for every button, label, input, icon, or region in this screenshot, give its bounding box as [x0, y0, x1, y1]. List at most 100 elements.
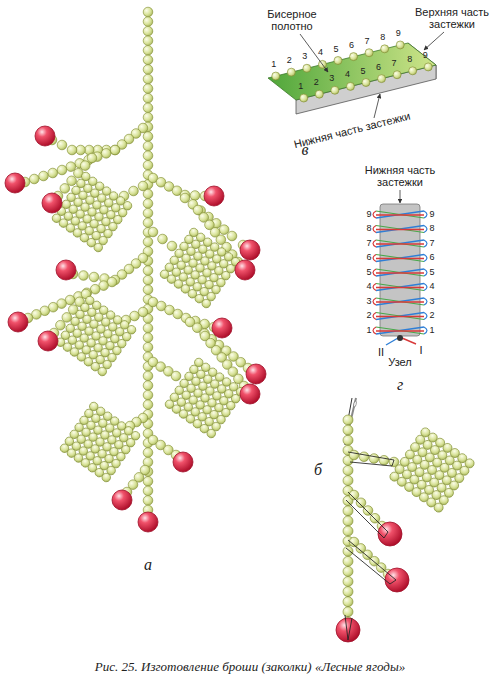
bead: [171, 371, 181, 381]
callout-number: 8: [407, 55, 412, 65]
bead: [343, 516, 353, 526]
berry-bead: [240, 384, 260, 404]
bead: [409, 67, 417, 75]
panel-edge-beads: [272, 41, 404, 80]
bead-panel: [268, 43, 436, 100]
thread-wrap: [376, 298, 424, 305]
berry-bead: [8, 312, 28, 332]
callout-number: 7: [429, 239, 434, 249]
bead: [101, 149, 111, 159]
callout-number: 8: [380, 33, 385, 43]
callout-number: 7: [365, 37, 370, 47]
thread-loop: [424, 269, 427, 276]
figure-letter: б: [314, 461, 322, 479]
berry-bead: [112, 490, 132, 510]
bead: [200, 298, 212, 310]
bead-chain: [200, 331, 249, 391]
bead: [393, 71, 401, 79]
bead: [300, 94, 308, 102]
bead: [29, 174, 39, 184]
leader-arrow: [300, 34, 328, 72]
bead: [87, 153, 97, 163]
figure-letter: г: [397, 376, 403, 394]
bead: [158, 234, 168, 244]
bead: [57, 165, 67, 175]
bead: [143, 333, 153, 343]
bead-chain: [343, 415, 353, 637]
callout-number: 4: [429, 282, 434, 292]
thread-loop: [373, 313, 376, 320]
thread-wrap: [376, 255, 424, 262]
bead: [343, 546, 353, 556]
berry-bead: [42, 193, 62, 213]
bead: [67, 145, 77, 155]
berry-bead: [38, 331, 58, 351]
bead: [39, 171, 49, 181]
bead: [57, 140, 67, 150]
berry-bead: [173, 452, 193, 472]
bead: [143, 132, 153, 142]
bead: [331, 86, 339, 94]
bead: [315, 90, 323, 98]
bead-chain: [20, 145, 120, 187]
bead: [89, 272, 99, 282]
thread-loop: [373, 298, 376, 305]
callout-number: 3: [429, 297, 434, 307]
clasp-view: [268, 32, 444, 118]
thread-loop: [373, 255, 376, 262]
thread-wrap: [376, 287, 424, 288]
thread-wrap: [376, 313, 424, 320]
thread-loop: [373, 269, 376, 276]
part-label: Нижняя часть застежки: [293, 110, 412, 151]
bead: [143, 17, 153, 27]
bead: [272, 72, 280, 80]
bead: [143, 275, 153, 285]
callout-number: 5: [429, 268, 434, 278]
berry-bead: [138, 512, 158, 532]
callout-number: 7: [366, 239, 371, 249]
bead: [205, 428, 217, 440]
bead: [424, 63, 432, 71]
bead: [219, 225, 229, 235]
bead: [56, 320, 66, 330]
thread-loop: [424, 211, 427, 218]
thread-wrap: [376, 226, 424, 233]
bead: [143, 46, 153, 56]
leader-arrow: [400, 190, 401, 203]
needle-eye: [353, 401, 357, 407]
bead: [143, 496, 153, 506]
thread: [345, 615, 352, 640]
bead: [287, 68, 295, 76]
bead: [143, 266, 153, 276]
thread-loop: [424, 313, 427, 320]
callout-number: 9: [429, 210, 434, 220]
bead: [143, 390, 153, 400]
bead-chain: [148, 297, 219, 332]
berries: [5, 126, 266, 532]
bead: [110, 145, 120, 155]
bead: [143, 476, 153, 486]
bead-chain: [23, 277, 117, 323]
thread-wrap: [376, 240, 424, 247]
bead: [143, 93, 153, 103]
bead: [359, 452, 369, 462]
bead: [143, 74, 153, 84]
bead: [346, 82, 354, 90]
berry-bead: [385, 568, 409, 592]
bead: [143, 55, 153, 65]
bead: [143, 84, 153, 94]
bead: [48, 168, 58, 178]
bead-chain: [148, 227, 177, 251]
callout-number: 9: [366, 210, 371, 220]
thread-loop: [424, 327, 427, 334]
bead: [143, 7, 153, 17]
bead: [378, 75, 386, 83]
bead: [148, 227, 158, 237]
bead: [143, 160, 153, 170]
bead: [80, 161, 90, 171]
bead: [343, 587, 353, 597]
thread: [346, 540, 396, 584]
bead-leaf: [55, 295, 138, 378]
